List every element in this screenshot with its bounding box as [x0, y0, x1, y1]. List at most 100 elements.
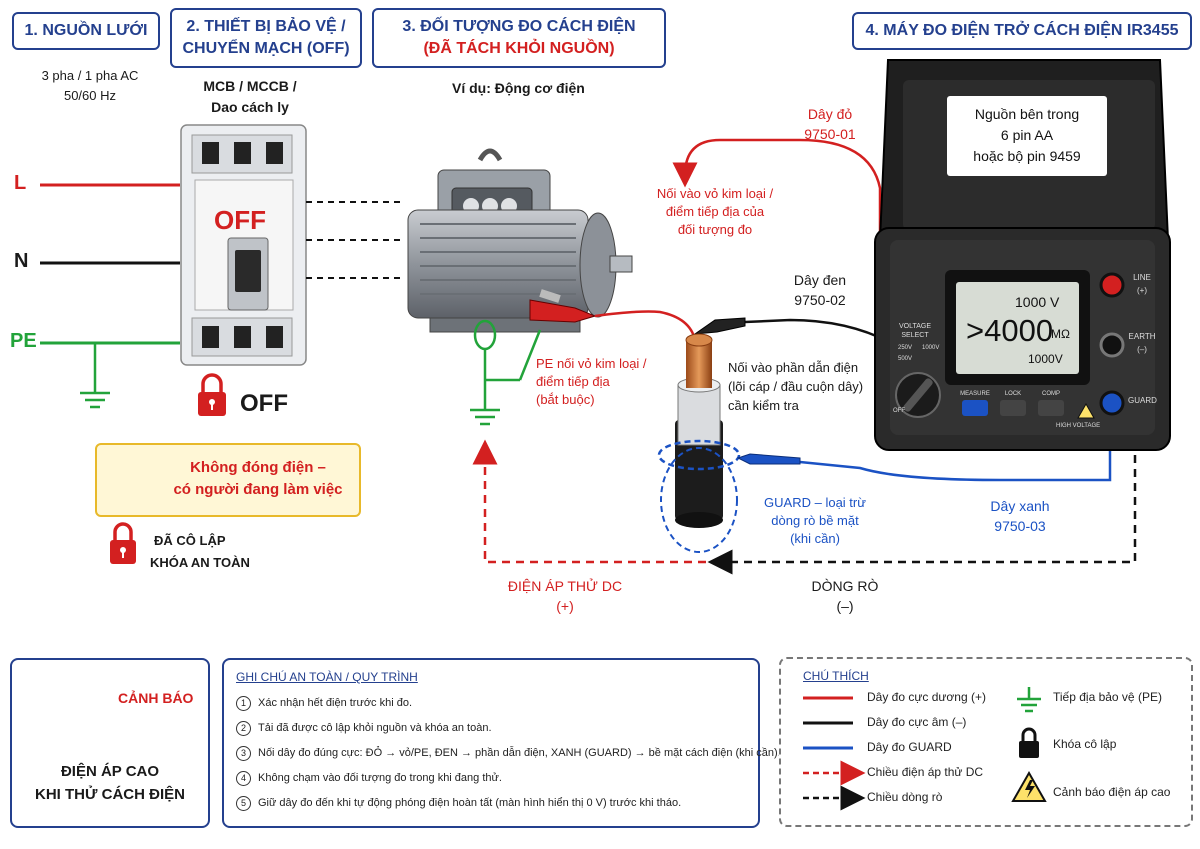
notes-title: GHI CHÚ AN TOÀN / QUY TRÌNH [236, 670, 418, 684]
pe-note: PE nối vỏ kim loại / điểm tiếp địa (bắt … [536, 355, 647, 409]
note-text: Tải đã được cô lập khỏi nguồn và khóa an… [258, 722, 492, 734]
note-item: 1 Xác nhận hết điện trước khi đo. [236, 696, 412, 711]
header-breaker-line1: 2. THIẾT BỊ BẢO VỆ / [186, 18, 346, 35]
battery-info-card: Nguồn bên trong 6 pin AA hoặc bộ pin 945… [947, 96, 1107, 176]
no-switching-warning: Không đóng điện – có người đang làm việc [95, 443, 361, 517]
test-voltage-line1: ĐIỆN ÁP THỬ DC [507, 578, 623, 594]
high-voltage-label: HIGH VOLTAGE [1056, 423, 1101, 429]
display-unit: MΩ [1051, 327, 1070, 341]
red-note-line2: điểm tiếp địa của [665, 204, 765, 219]
breaker-off-label: OFF [214, 205, 266, 235]
pe-note-line3: (bắt buộc) [536, 392, 595, 407]
header-source: 1. NGUỒN LƯỚI [12, 12, 160, 50]
cable-icon [675, 333, 723, 528]
button-comp-label: COMP [1042, 391, 1060, 397]
battery-line3: hoặc bộ pin 9459 [973, 148, 1081, 164]
red-lead-to-clip [594, 310, 697, 341]
pe-note-line2: điểm tiếp địa [536, 374, 610, 389]
red-lead-wire [672, 138, 882, 285]
red-clip-icon [529, 289, 597, 323]
dial-off: OFF [893, 408, 905, 414]
jack-line-text: LINE [1133, 273, 1151, 282]
legend-lock-label: Khóa cô lập [1053, 737, 1117, 751]
note-number: 5 [236, 796, 251, 811]
header-object: 3. ĐỐI TƯỢNG ĐO CÁCH ĐIỆN (ĐÃ TÁCH KHỎI … [372, 8, 666, 68]
breaker-type: MCB / MCCB / Dao cách ly [180, 76, 320, 118]
lock-off-label: OFF [240, 390, 288, 417]
pe-note-line1: PE nối vỏ kim loại / [536, 356, 647, 371]
note-text: Giữ dây đo đến khi tự động phóng điện ho… [258, 797, 682, 809]
leakage-label: DÒNG RÒ (–) [790, 576, 900, 616]
header-meter: 4. MÁY ĐO ĐIỆN TRỞ CÁCH ĐIỆN IR3455 [852, 12, 1192, 50]
guard-note-line2: dòng rò bề mặt [771, 513, 859, 528]
battery-info-text: Nguồn bên trong 6 pin AA hoặc bộ pin 945… [947, 104, 1107, 167]
leakage-path [707, 455, 1137, 575]
label-PE: PE [10, 330, 37, 352]
blue-lead-line2: 9750-03 [994, 518, 1046, 534]
padlock-icon [198, 373, 226, 416]
note-number: 4 [236, 771, 251, 786]
note-text: Xác nhận hết điện trước khi đo. [258, 697, 412, 709]
isolated-text: ĐÃ CÔ LẬP KHÓA AN TOÀN [150, 530, 250, 574]
no-switching-line1: Không đóng điện – [190, 459, 326, 476]
header-breaker: 2. THIẾT BỊ BẢO VỆ / CHUYỂN MẠCH (OFF) [170, 8, 362, 68]
legend-hv-icon [1011, 770, 1047, 802]
leakage-line2: (–) [836, 598, 854, 614]
legend-black-label: Dây đo cực âm (–) [867, 715, 967, 729]
voltage-select-line1: VOLTAGE [898, 323, 932, 330]
leakage-line1: DÒNG RÒ [811, 578, 879, 594]
legend-red-label: Dây đo cực dương (+) [867, 690, 986, 704]
note-number: 1 [236, 696, 251, 711]
phase-line2: 50/60 Hz [63, 88, 117, 103]
isolated-line2: KHÓA AN TOÀN [150, 555, 250, 570]
note-item: 4 Không chạm vào đối tượng đo trong khi đ… [236, 771, 502, 786]
legend-lock-icon [1019, 727, 1039, 758]
red-note-line3: đối tượng đo [677, 222, 753, 237]
black-clip-icon [693, 317, 746, 335]
warning-panel-title: CẢNH BÁO [118, 690, 194, 706]
note-text: Không chạm vào đối tượng đo trong khi đa… [258, 772, 502, 784]
test-voltage-label: ĐIỆN ÁP THỬ DC (+) [490, 576, 640, 616]
guard-note: GUARD – loại trừ dòng rò bề mặt (khi cần… [750, 494, 880, 548]
black-lead-label: Dây đen 9750-02 [780, 270, 860, 310]
guard-ring-path [660, 447, 738, 553]
black-lead-line1: Dây đen [793, 272, 847, 288]
core-note: Nối vào phần dẫn điện (lõi cáp / đầu cuộ… [728, 358, 863, 415]
breaker-icon [180, 124, 307, 366]
padlock-isolated-icon [110, 522, 136, 564]
red-lead-line2: 9750-01 [804, 126, 856, 142]
header-meter-text: 4. MÁY ĐO ĐIỆN TRỞ CÁCH ĐIỆN IR3455 [865, 22, 1179, 39]
black-lead-line2: 9750-02 [794, 292, 846, 308]
legend-hv-label: Cảnh báo điện áp cao [1053, 785, 1171, 799]
battery-line2: 6 pin AA [1000, 127, 1054, 143]
header-breaker-line2: CHUYỂN MẠCH (OFF) [182, 40, 350, 57]
guard-note-line1: GUARD – loại trừ [764, 495, 866, 510]
legend-blue-label: Dây đo GUARD [867, 740, 952, 754]
display-bottom: 1000V [1028, 352, 1063, 366]
test-voltage-line2: (+) [556, 598, 574, 614]
no-switching-text: Không đóng điện – có người đang làm việc [163, 457, 353, 501]
label-N: N [14, 250, 29, 272]
note-number: 2 [236, 721, 251, 736]
warning-panel-line2: KHI THỬ CÁCH ĐIỆN [35, 786, 185, 803]
jack-guard-label: GUARD [1128, 396, 1157, 405]
header-object-line2: (ĐÃ TÁCH KHỎI NGUỒN) [423, 40, 615, 57]
breaker-type-line2: Dao cách ly [211, 99, 289, 115]
legend-pe-icon [1017, 687, 1041, 713]
test-voltage-path [472, 439, 720, 564]
warning-panel-text: ĐIỆN ÁP CAO KHI THỬ CÁCH ĐIỆN [12, 760, 208, 806]
dial-250: 250V [898, 345, 913, 351]
jack-line-label: LINE (+) [1126, 271, 1158, 297]
isolated-line1: ĐÃ CÔ LẬP [154, 533, 226, 548]
motor-icon [407, 148, 633, 333]
legend-title: CHÚ THÍCH [803, 669, 869, 683]
warning-panel-line1: ĐIỆN ÁP CAO [60, 763, 160, 780]
blue-lead-wire [799, 403, 1112, 482]
jack-earth-text: EARTH [1128, 332, 1156, 341]
blue-clip-icon [736, 453, 801, 465]
header-source-text: 1. NGUỒN LƯỚI [24, 22, 148, 39]
button-measure-label: MEASURE [960, 391, 990, 397]
dial-1000: 1000V [922, 345, 940, 351]
legend-black-dash-label: Chiều dòng rò [867, 790, 943, 804]
